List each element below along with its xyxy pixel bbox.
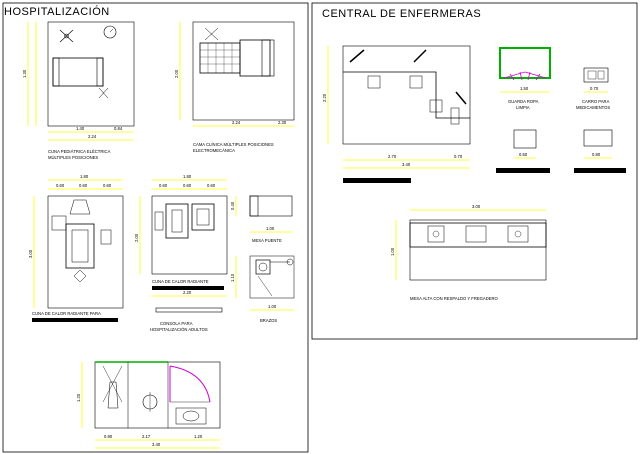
dim-central-2: 0.70 — [454, 154, 463, 159]
dim-cuna-calor-1-d: 0.60 — [103, 183, 112, 188]
dim-v-cuna-pediatrica: 1.30 — [22, 69, 27, 78]
dim-v-mesa-alta: 1.00 — [390, 247, 395, 256]
dim-cama-clinica-1: 2.24 — [232, 120, 241, 125]
label-bar-box-2 — [574, 168, 626, 173]
label-bar-cuna-calor-1 — [32, 318, 118, 322]
dim-consola: 2.20 — [183, 290, 192, 295]
dim-mesa-puente: 1.00 — [266, 226, 275, 231]
guarda-ropa-plan — [499, 47, 551, 81]
caption-cuna-calor-2: CUNA DE CALOR RADIANTE — [152, 279, 209, 284]
dim-central-total: 3.40 — [402, 162, 411, 167]
mesa-puente-dimensions — [235, 196, 292, 233]
dim-cuna-calor-2-a: 1.80 — [183, 174, 192, 179]
dim-cuna-pediatrica-2: 0.84 — [114, 126, 123, 131]
cuna-calor-2-plan — [151, 195, 228, 275]
mesa-alta-dimensions — [395, 209, 546, 280]
dim-carro: 0.70 — [590, 86, 599, 91]
label-bar-central — [343, 178, 411, 183]
dim-cuna-calor-1-b: 0.60 — [56, 183, 65, 188]
mesa-alta-plan — [409, 219, 547, 281]
caption-guarda-ropa-line-2: LIMPIA — [516, 105, 530, 110]
central-enfermeras-dimensions — [327, 46, 470, 169]
carro-plan — [583, 67, 609, 83]
dim-box-2: 0.80 — [592, 152, 601, 157]
brazos-plan — [249, 255, 295, 299]
caption-cama-clinica-line-2: ELECTROMECÁNICA — [193, 148, 235, 153]
dim-v-cuna-calor-2: 2.00 — [134, 233, 139, 242]
cuna-pediatrica-dimensions — [27, 22, 134, 141]
cuna-calor-2-dimensions — [139, 179, 227, 297]
bottom-room-dimensions — [81, 362, 220, 449]
dim-brazos: 1.00 — [268, 304, 277, 309]
brazos-dimensions — [235, 256, 294, 311]
cama-clinica-dimensions — [179, 22, 294, 127]
dim-cuna-pediatrica-1: 1.40 — [76, 126, 85, 131]
caption-consola-line-2: HOSPITALIZACIÓN ADULTOS — [150, 327, 208, 332]
box-small-1 — [513, 129, 537, 149]
label-bar-box-1 — [496, 168, 550, 173]
caption-cuna-pediatrica-line-2: MÚLTIPLES POSICIONES — [48, 155, 98, 160]
dim-cuna-calor-1-c: 0.60 — [79, 183, 88, 188]
caption-consola-line-1: CONSOLA PARA — [160, 321, 193, 326]
caption-cuna-calor-1: CUNA DE CALOR RADIANTE PARA — [32, 311, 101, 316]
dim-cuna-pediatrica-3: 2.24 — [88, 134, 97, 139]
dim-cama-clinica-2: 2.30 — [278, 120, 287, 125]
dim-guarda-ropa: 1.50 — [520, 86, 529, 91]
dim-bottom-1: 0.90 — [104, 434, 113, 439]
mesa-puente-plan — [249, 195, 293, 217]
caption-mesa-puente: MESA PUENTE — [252, 238, 282, 243]
dim-bottom-2: 2.17 — [142, 434, 151, 439]
consola-plan — [155, 307, 223, 313]
section-title-central-enfermeras: CENTRAL DE ENFERMERAS — [322, 8, 482, 20]
caption-guarda-ropa-line-1: GUARDA ROPA — [508, 99, 539, 104]
caption-carro-line-2: MEDICAMENTOS — [576, 105, 610, 110]
dim-central-1: 2.70 — [388, 154, 397, 159]
cuna-pediatrica-plan — [47, 21, 135, 127]
central-enfermeras-plan — [342, 45, 471, 145]
caption-mesa-alta: MESA ALTA CON RESPALDO Y FREGADERO — [410, 296, 499, 301]
box-small-2 — [583, 129, 613, 147]
dim-box-1: 0.50 — [519, 152, 528, 157]
dim-cuna-calor-2-d: 0.60 — [207, 183, 216, 188]
caption-brazos: BRAZOS — [260, 318, 277, 323]
dim-v-central: 2.20 — [322, 93, 327, 102]
dim-cuna-calor-2-c: 0.60 — [183, 183, 192, 188]
caption-cuna-pediatrica-line-1: CUNA PEDIÁTRICA ELÉCTRICA — [48, 149, 111, 154]
dim-cuna-calor-1-a: 1.80 — [80, 174, 89, 179]
label-bar-cuna-calor-2 — [152, 286, 224, 290]
dim-v-cama-clinica: 2.00 — [174, 69, 179, 78]
dim-bottom-3: 1.20 — [194, 434, 203, 439]
dim-v-mesa-puente: 0.40 — [230, 201, 235, 210]
section-title-hospitalizacion: HOSPITALIZACIÓN — [4, 6, 110, 18]
dim-mesa-alta: 3.00 — [472, 204, 481, 209]
dim-v-bottom-room: 1.20 — [76, 393, 81, 402]
cama-clinica-plan — [192, 21, 295, 121]
dim-v-cuna-calor-1: 3.00 — [28, 249, 33, 258]
dim-bottom-total: 3.40 — [152, 442, 161, 447]
dim-cuna-calor-2-b: 0.60 — [159, 183, 168, 188]
caption-carro-line-1: CARRO PARA — [582, 99, 610, 104]
cuna-calor-1-plan — [47, 195, 124, 309]
dim-v-brazos: 1.10 — [230, 273, 235, 282]
cuna-calor-1-dimensions — [33, 179, 123, 308]
caption-cama-clinica-line-1: CAMA CLÍNICA MÚLTIPLES POSICIONES — [193, 142, 274, 147]
bottom-room-plan — [94, 361, 221, 429]
